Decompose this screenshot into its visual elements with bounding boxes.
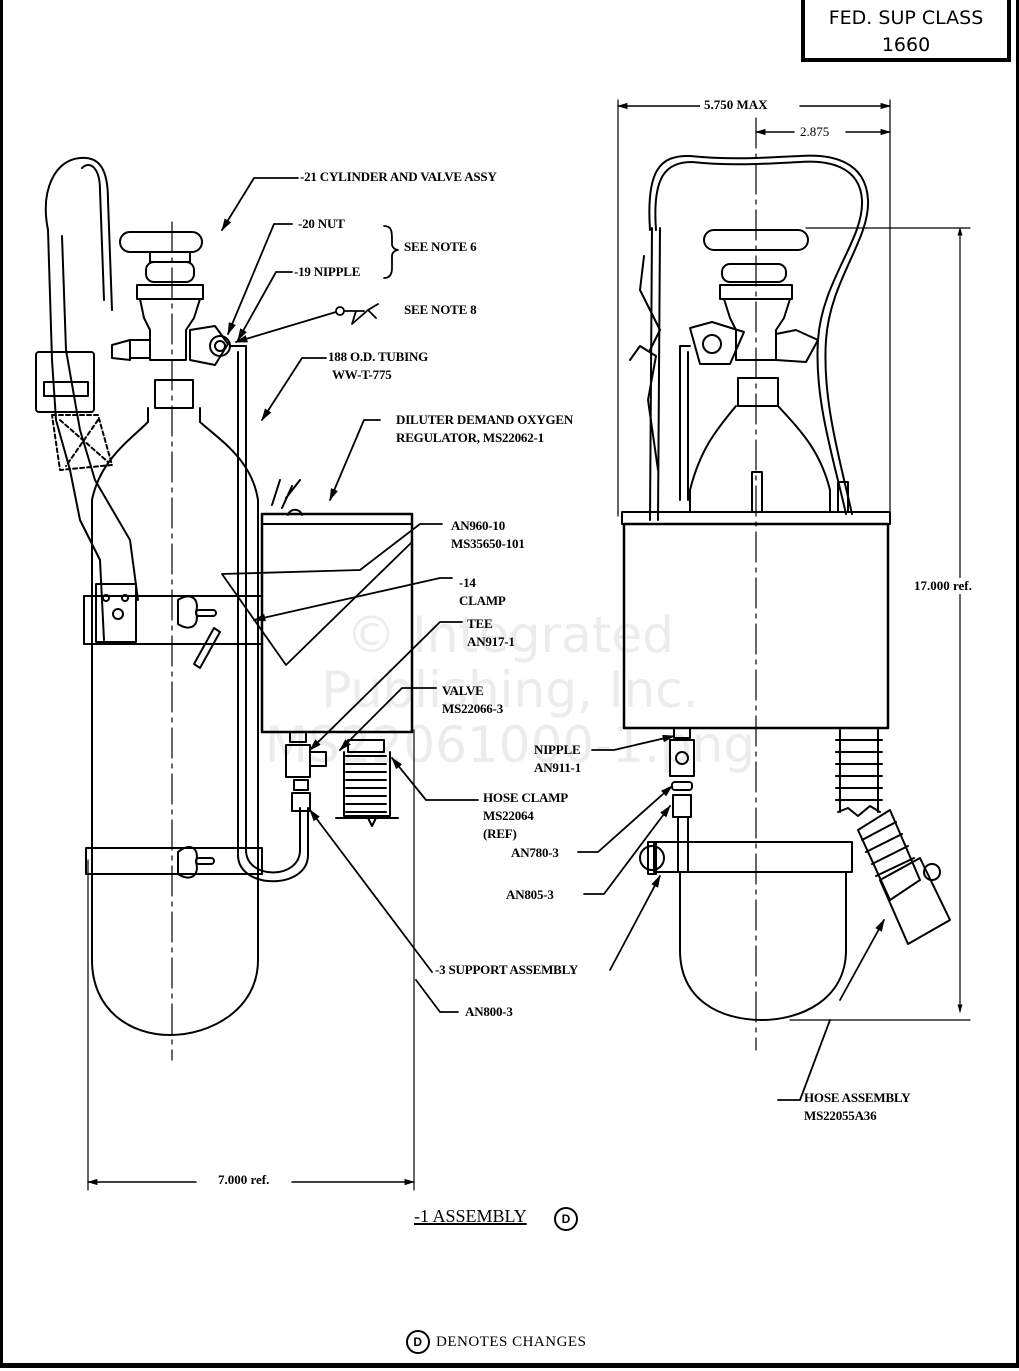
dimension-lines bbox=[86, 102, 892, 1186]
callout-an800: AN800-3 bbox=[465, 1003, 513, 1021]
callout-an780: AN780-3 bbox=[511, 844, 559, 862]
callout-text: REGULATOR, MS22062-1 bbox=[396, 430, 544, 445]
leader-lines bbox=[221, 177, 479, 1013]
callout-tubing: 188 O.D. TUBING WW-T-775 bbox=[328, 348, 428, 384]
callout-nipple-19: -19 NIPPLE bbox=[294, 263, 360, 281]
callout-text: 188 O.D. TUBING bbox=[328, 349, 429, 364]
cylinder-valve bbox=[111, 221, 231, 1061]
callout-regulator: DILUTER DEMAND OXYGEN REGULATOR, MS22062… bbox=[396, 411, 573, 447]
oxygen-tubing bbox=[229, 345, 309, 883]
upper-support-band bbox=[83, 583, 263, 669]
dimension-height: 17.000 ref. bbox=[910, 578, 976, 594]
assembly-title: -1 ASSEMBLY bbox=[414, 1206, 527, 1226]
callout-see-note-6: SEE NOTE 6 bbox=[404, 238, 477, 256]
callout-text: MS35650-101 bbox=[451, 536, 525, 551]
callout-see-note-8: SEE NOTE 8 bbox=[404, 301, 477, 319]
lower-support-band bbox=[85, 846, 263, 879]
callout-hose-clamp: HOSE CLAMP MS22064 (REF) bbox=[483, 789, 568, 843]
callout-text: AN805-3 bbox=[506, 887, 554, 902]
callout-text: NIPPLE bbox=[534, 742, 581, 757]
callout-text: SEE NOTE 8 bbox=[404, 302, 477, 317]
callout-text: TEE bbox=[467, 616, 493, 631]
diluter-demand-regulator bbox=[260, 479, 414, 734]
callout-text: VALVE bbox=[442, 683, 484, 698]
left-view bbox=[35, 156, 415, 1191]
callout-text: MS22055A36 bbox=[804, 1108, 877, 1123]
callout-nut: -20 NUT bbox=[298, 215, 345, 233]
callout-text: -19 NIPPLE bbox=[294, 264, 361, 279]
callout-tee: TEE AN917-1 bbox=[467, 615, 515, 651]
callout-an805: AN805-3 bbox=[506, 886, 554, 904]
callout-cylinder-valve-assy: -21 CYLINDER AND VALVE ASSY bbox=[300, 168, 497, 186]
callout-text: AN780-3 bbox=[511, 845, 559, 860]
callout-text: HOSE ASSEMBLY bbox=[804, 1090, 911, 1105]
callout-text: -14 bbox=[459, 575, 476, 590]
change-mark-icon: D bbox=[554, 1207, 578, 1231]
tee-valve-hose bbox=[285, 731, 399, 827]
callout-text: AN917-1 bbox=[467, 634, 515, 649]
callout-text: CLAMP bbox=[459, 593, 506, 608]
changes-legend: D DENOTES CHANGES bbox=[406, 1330, 586, 1354]
class-box-line2: 1660 bbox=[881, 34, 931, 56]
legend-text: DENOTES CHANGES bbox=[436, 1333, 587, 1350]
callout-text: (REF) bbox=[483, 826, 517, 841]
dimension-base-width: 7.000 ref. bbox=[214, 1172, 274, 1188]
callout-an960: AN960-10 MS35650-101 bbox=[451, 517, 525, 553]
callout-text: AN800-3 bbox=[465, 1004, 513, 1019]
callout-text: -3 SUPPORT ASSEMBLY bbox=[435, 962, 579, 977]
callout-text: MS22066-3 bbox=[442, 701, 504, 716]
callout-text: -21 CYLINDER AND VALVE ASSY bbox=[300, 169, 497, 184]
callout-text: AN911-1 bbox=[534, 760, 581, 775]
callout-nipple-an911: NIPPLE AN911-1 bbox=[534, 741, 581, 777]
leader-lines-right bbox=[577, 734, 884, 1101]
harness-strap bbox=[35, 156, 139, 641]
callout-support-assembly: -3 SUPPORT ASSEMBLY bbox=[435, 961, 578, 979]
callout-text: AN960-10 bbox=[451, 518, 506, 533]
dimension-overall-width: 5.750 MAX bbox=[700, 97, 772, 113]
callout-text: MS22064 bbox=[483, 808, 534, 823]
oxygen-cylinder bbox=[91, 407, 259, 1036]
callout-valve: VALVE MS22066-3 bbox=[442, 682, 503, 718]
callout-text: SEE NOTE 6 bbox=[404, 239, 477, 254]
right-view bbox=[617, 99, 971, 1051]
callout-text: -20 NUT bbox=[298, 216, 345, 231]
callout-clamp: -14 CLAMP bbox=[459, 574, 506, 610]
callout-text: WW-T-775 bbox=[332, 367, 392, 382]
callout-hose-assembly: HOSE ASSEMBLY MS22055A36 bbox=[804, 1089, 911, 1125]
fed-supply-class-box: FED. SUP CLASS 1660 bbox=[801, 0, 1011, 62]
class-box-line1: FED. SUP CLASS bbox=[828, 7, 984, 29]
change-mark-icon: D bbox=[406, 1330, 430, 1354]
dimension-half-width: 2.875 bbox=[796, 124, 834, 140]
callout-text: DILUTER DEMAND OXYGEN bbox=[396, 412, 574, 427]
callout-text: HOSE CLAMP bbox=[483, 790, 569, 805]
